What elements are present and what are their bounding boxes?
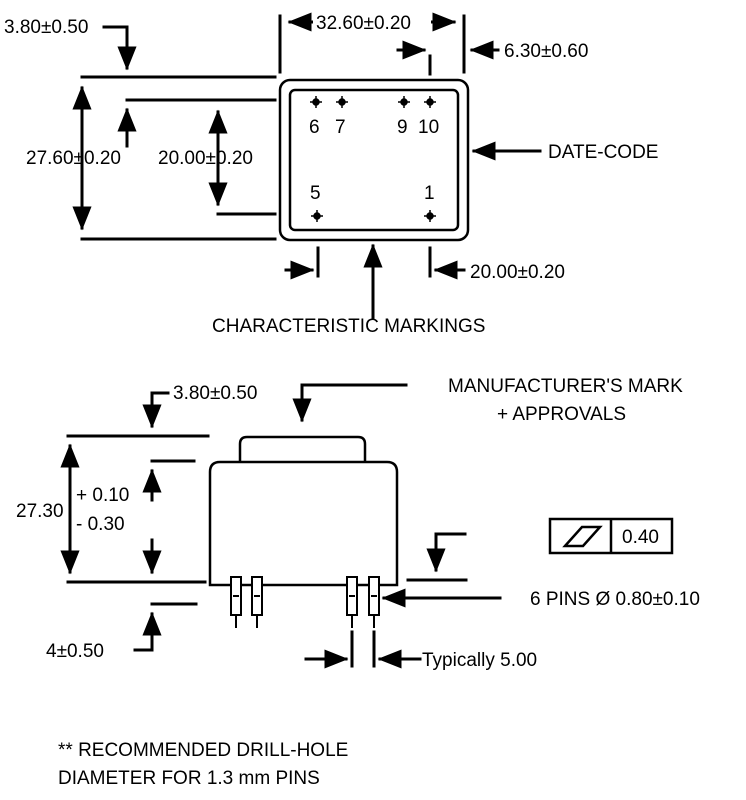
manufacturer-mark-leader bbox=[292, 383, 408, 423]
pins-note-label: 6 PINS Ø 0.80±0.10 bbox=[530, 589, 700, 610]
footnote: ** RECOMMENDED DRILL-HOLE DIAMETER FOR 1… bbox=[58, 740, 348, 789]
char-markings-label: CHARACTERISTIC MARKINGS bbox=[212, 316, 485, 337]
pin-label-9: 9 bbox=[397, 117, 408, 138]
seating-plane-leader bbox=[426, 532, 467, 573]
side-dim-height-tol-minus: - 0.30 bbox=[76, 514, 125, 535]
side-pin-4 bbox=[368, 576, 380, 628]
pin-label-5: 5 bbox=[310, 183, 321, 204]
side-dim-pinlength-label: 4±0.50 bbox=[46, 641, 104, 662]
side-pin-2 bbox=[251, 576, 263, 628]
top-package-inner bbox=[288, 88, 460, 232]
top-pins bbox=[310, 96, 436, 222]
pin-6-marker bbox=[310, 96, 322, 108]
pin-9-marker bbox=[398, 96, 410, 108]
top-dim-height-label: 27.60±0.20 bbox=[26, 148, 121, 169]
date-code-label: DATE-CODE bbox=[548, 142, 658, 163]
pin-7-marker bbox=[336, 96, 348, 108]
side-view: MANUFACTURER'S MARK + APPROVALS bbox=[16, 376, 700, 671]
side-dim-pinlength-leader bbox=[133, 611, 162, 652]
pitch-label: Typically 5.00 bbox=[422, 650, 537, 671]
pin-label-1: 1 bbox=[424, 183, 435, 204]
footnote-line2: DIAMETER FOR 1.3 mm PINS bbox=[58, 768, 320, 789]
pin-label-10: 10 bbox=[418, 117, 439, 138]
pin-label-6: 6 bbox=[309, 117, 320, 138]
flatness-icon bbox=[562, 525, 603, 548]
top-package-outer bbox=[278, 78, 470, 242]
pin-1-marker bbox=[424, 210, 436, 222]
side-pin-1 bbox=[230, 576, 242, 628]
side-package-cap bbox=[238, 435, 367, 462]
side-pin-3 bbox=[346, 576, 358, 628]
pin-10-marker bbox=[424, 96, 436, 108]
top-dim-offset-leader bbox=[102, 25, 137, 71]
pin-5-marker bbox=[311, 210, 323, 222]
side-dim-offset-leader bbox=[142, 391, 170, 429]
top-dim-pincol-label: 20.00±0.20 bbox=[470, 262, 565, 283]
top-dim-pinrow-label: 20.00±0.20 bbox=[158, 148, 253, 169]
top-dim-width-label: 32.60±0.20 bbox=[316, 13, 411, 34]
manufacturer-mark-line2: + APPROVALS bbox=[497, 404, 626, 425]
side-dim-height-tol-plus: + 0.10 bbox=[76, 485, 129, 506]
top-view: 6 7 9 10 5 1 3.80±0.50 27.60±0.20 20.00±… bbox=[4, 10, 658, 337]
pin-label-7: 7 bbox=[335, 117, 346, 138]
manufacturer-mark-line1: MANUFACTURER'S MARK bbox=[448, 376, 683, 397]
top-dim-pinoffset-label: 6.30±0.60 bbox=[504, 41, 588, 62]
side-pins bbox=[230, 576, 380, 628]
top-dim-width-bg bbox=[313, 10, 431, 32]
side-package-body bbox=[208, 460, 399, 587]
footnote-line1: ** RECOMMENDED DRILL-HOLE bbox=[58, 740, 348, 761]
flatness-tolerance-box: 0.40 bbox=[548, 517, 674, 555]
top-dim-offset-label: 3.80±0.50 bbox=[4, 17, 88, 38]
side-dim-offset-label: 3.80±0.50 bbox=[173, 383, 257, 404]
flatness-value: 0.40 bbox=[622, 527, 659, 548]
side-dim-height-base: 27.30 bbox=[16, 501, 64, 522]
